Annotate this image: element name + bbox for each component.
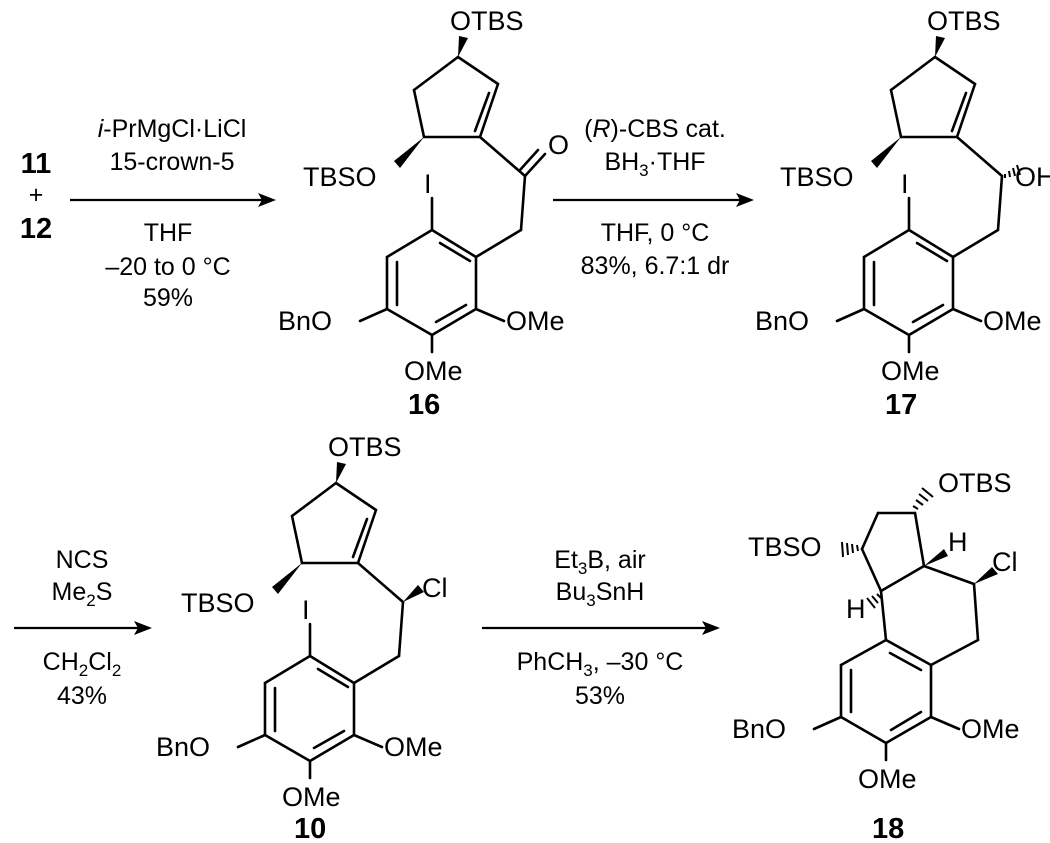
ome-right-label: OMe [961, 714, 1020, 744]
ome-bottom-label: OMe [881, 356, 940, 386]
h-lower-label: H [846, 594, 866, 624]
step-3-arrowhead [134, 621, 152, 635]
step-4-reagent-1: Et3B, air [554, 546, 645, 578]
compound-18-number: 18 [872, 813, 904, 843]
step-1-reagent-2: 15-crown-5 [109, 148, 234, 176]
compound-17: OTBS TBSO OH I OMe OMe BnO 17 [755, 6, 1050, 421]
step-4-conditions: Et3B, air Bu3SnH PhCH3, –30 °C 53% [482, 546, 720, 710]
step-1-reagent-1: i-PrMgCl·LiCl [98, 115, 247, 143]
compound-10: OTBS TBSO Cl I OMe OMe BnO 10 [156, 432, 448, 843]
step-3-solvent: CH2Cl2 [43, 648, 122, 680]
otbs-left-label: TBSO [181, 588, 255, 618]
step-1-arrowhead [258, 193, 276, 207]
step-4-reagent-2: Bu3SnH [556, 578, 645, 610]
hydroxyl-label: OH [1015, 162, 1050, 192]
step-1-solvent: THF [144, 219, 193, 247]
otbs-left-label: TBSO [780, 162, 854, 192]
ome-bottom-label: OMe [404, 356, 463, 386]
otbs-top-label: OTBS [450, 6, 524, 36]
ome-right-label: OMe [384, 732, 443, 762]
h-upper-label: H [948, 527, 968, 557]
chloro-label: Cl [992, 547, 1018, 577]
step-1-temperature: –20 to 0 °C [105, 253, 230, 281]
compound-18: OTBS TBSO H H Cl OMe OMe [732, 468, 1020, 843]
otbs-top-label: OTBS [328, 432, 402, 462]
step-3-reagent-2: Me2S [52, 578, 113, 610]
step-4-arrowhead [702, 621, 720, 635]
ome-right-label: OMe [506, 306, 565, 336]
compound-16-number: 16 [408, 389, 440, 421]
plus-sign: + [29, 181, 44, 209]
step-3-reagent-1: NCS [56, 546, 109, 574]
bno-label: BnO [278, 306, 332, 336]
ome-bottom-label: OMe [858, 764, 917, 794]
otbs-top-label: OTBS [927, 6, 1001, 36]
bno-label: BnO [156, 732, 210, 762]
step-2-reagent-2: BH3·THF [604, 148, 705, 180]
step-2-arrowhead [736, 193, 754, 207]
step-2-conditions: (R)-CBS cat. BH3·THF THF, 0 °C 83%, 6.7:… [553, 115, 754, 280]
bno-label: BnO [755, 306, 809, 336]
step-2-yield: 83%, 6.7:1 dr [581, 252, 730, 280]
step-3-yield: 43% [57, 682, 107, 710]
otbs-top-label: OTBS [938, 468, 1012, 498]
otbs-left-label: TBSO [748, 532, 822, 562]
step-4-yield: 53% [575, 682, 625, 710]
iodo-label: I [901, 169, 909, 199]
chloro-label: Cl [422, 573, 448, 603]
step-3-conditions: NCS Me2S CH2Cl2 43% [14, 546, 152, 710]
reactant-12-label: 12 [20, 213, 52, 245]
carbonyl-oxygen: O [548, 130, 569, 160]
starting-materials: 11 + 12 [20, 148, 52, 245]
step-2-reagent-1: (R)-CBS cat. [584, 115, 726, 143]
step-4-solvent: PhCH3, –30 °C [517, 648, 684, 680]
step-2-conditions-text: THF, 0 °C [601, 219, 710, 247]
otbs-left-label: TBSO [303, 162, 377, 192]
iodo-label: I [302, 595, 310, 625]
step-1-conditions: i-PrMgCl·LiCl 15-crown-5 THF –20 to 0 °C… [70, 115, 276, 312]
ome-bottom-label: OMe [282, 782, 341, 812]
ome-right-label: OMe [983, 306, 1042, 336]
compound-16: OTBS TBSO O I OMe OMe BnO 16 [278, 6, 569, 421]
iodo-label: I [424, 169, 432, 199]
bno-label: BnO [732, 714, 786, 744]
step-1-yield: 59% [143, 284, 193, 312]
compound-17-number: 17 [885, 389, 917, 421]
reactant-11-label: 11 [21, 148, 52, 180]
compound-10-number: 10 [294, 813, 326, 843]
